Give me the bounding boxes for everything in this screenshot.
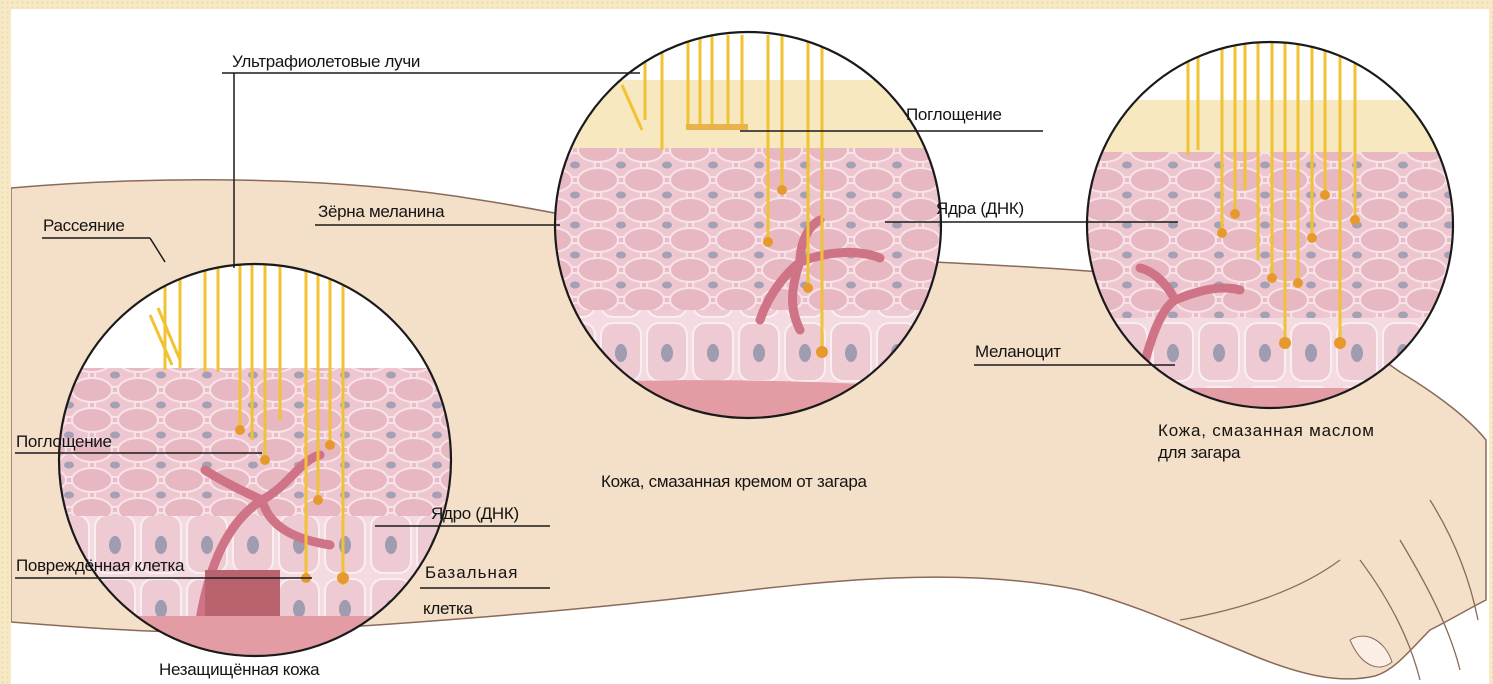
caption-oil-line2: для загара (1158, 443, 1240, 462)
scattering-label: Рассеяние (43, 216, 125, 235)
nuclei-dna-label: Ядра (ДНК) (936, 199, 1024, 218)
uv-rays-label: Ультрафиолетовые лучи (232, 52, 420, 71)
diagram-panel: Ультрафиолетовые лучи Рассеяние Поглощен… (11, 9, 1489, 684)
melanin-grains-label: Зёрна меланина (318, 202, 444, 221)
absorption-label-middle: Поглощение (906, 105, 1002, 124)
skin-uv-illustration (11, 9, 1489, 684)
melanocyte-label: Меланоцит (975, 342, 1061, 361)
damaged-cell-label: Повреждённая клетка (16, 556, 184, 575)
basal-cell-label-line1: Базальная (425, 563, 519, 582)
nucleus-dna-label: Ядро (ДНК) (431, 504, 519, 523)
absorption-label-left: Поглощение (16, 432, 112, 451)
caption-oil-line1: Кожа, смазанная маслом (1158, 421, 1375, 440)
basal-cell-label-line2: клетка (423, 599, 473, 618)
caption-unprotected: Незащищённая кожа (159, 660, 319, 679)
caption-cream: Кожа, смазанная кремом от загара (601, 472, 867, 491)
